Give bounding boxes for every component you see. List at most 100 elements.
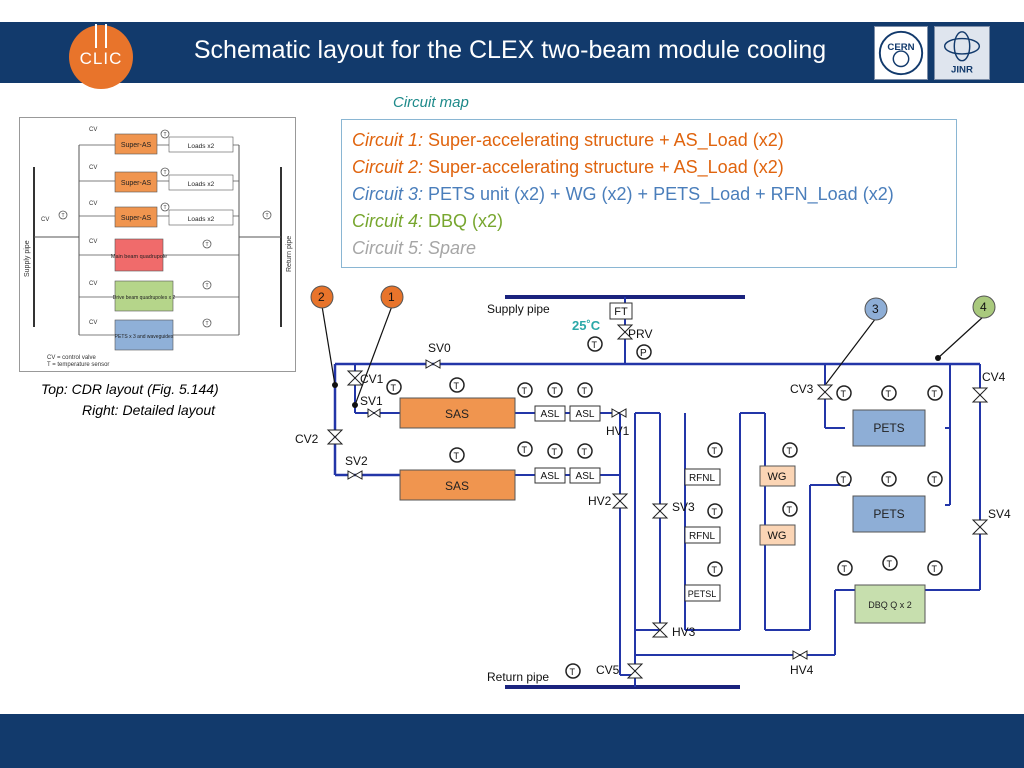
wg-2-label: WG (768, 530, 787, 542)
pets-1-label: PETS (873, 421, 904, 435)
valve-cv5-label: CV5 (596, 663, 620, 677)
valve-cv3-label: CV3 (790, 382, 814, 396)
valve-hv2-label: HV2 (588, 494, 612, 508)
valve-hv3-label: HV3 (672, 625, 696, 639)
caption-top: Top: CDR layout (Fig. 5.144) (41, 381, 219, 397)
svg-text:T: T (552, 447, 558, 457)
valve-hv4-label: HV4 (790, 663, 814, 677)
svg-text:T: T (712, 565, 718, 575)
valve-sv4-label: SV4 (988, 507, 1011, 521)
valve-sv3-label: SV3 (672, 500, 695, 514)
caption-right: Right: Detailed layout (82, 402, 216, 418)
circuit-map-label: Circuit map (393, 94, 469, 111)
cdr-supply-label: Supply pipe (24, 240, 31, 277)
cdr-t-3: T (164, 205, 167, 211)
svg-text:T: T (712, 507, 718, 517)
cdr-block-6: PETS x 3 and waveguides (115, 334, 174, 340)
cern-logo: CERN (874, 26, 928, 80)
marker-1: 1 (388, 290, 395, 304)
svg-text:T: T (932, 389, 938, 399)
valve-cv1-label: CV1 (360, 372, 384, 386)
valve-cv2-label: CV2 (295, 432, 319, 446)
circuit-legend: Circuit 1: Super-accelerating structure … (341, 119, 957, 268)
return-pipe-label: Return pipe (487, 670, 549, 684)
svg-text:T: T (582, 386, 588, 396)
jinr-logo: JINR (934, 26, 990, 80)
cdr-cv-5: CV (89, 281, 97, 287)
cdr-t-4: T (206, 242, 209, 248)
clic-logo-text: CLIC (80, 49, 123, 68)
svg-text:T: T (932, 564, 938, 574)
valve-sv2-label: SV2 (345, 454, 368, 468)
cdr-cv-main: CV (41, 217, 49, 223)
valve-cv4-label: CV4 (982, 370, 1006, 384)
valve-sv1-label: SV1 (360, 394, 383, 408)
temp-sensor-labels: T T T T T T T T T T T T T T T T T T T T … (391, 340, 938, 677)
svg-text:T: T (522, 445, 528, 455)
svg-text:T: T (886, 475, 892, 485)
svg-text:T: T (887, 559, 893, 569)
circuit-1-desc: Super-accelerating structure + AS_Load (… (423, 130, 784, 150)
cdr-return-label: Return pipe (286, 236, 293, 272)
svg-text:T: T (454, 381, 460, 391)
jinr-logo-text: JINR (951, 64, 973, 75)
circuit-3-name: Circuit 3: (352, 184, 424, 204)
circuit-2-line: Circuit 2: Super-accelerating structure … (352, 154, 956, 181)
temp-label: 25˚C (572, 318, 601, 333)
sas-1-label: SAS (445, 407, 469, 421)
svg-text:T: T (787, 505, 793, 515)
svg-text:T: T (391, 383, 397, 393)
circuit-4-line: Circuit 4: DBQ (x2) (352, 208, 956, 235)
cdr-t-2: T (164, 170, 167, 176)
dbq-label: DBQ Q x 2 (868, 600, 912, 610)
svg-text:T: T (787, 446, 793, 456)
header-bar (0, 22, 1024, 83)
svg-text:T: T (932, 475, 938, 485)
cdr-loads-2: Loads x2 (188, 181, 215, 188)
svg-text:T: T (582, 447, 588, 457)
svg-text:T: T (552, 386, 558, 396)
cdr-layout-diagram: Supply pipe Return pipe CV T T Super-AS … (19, 117, 296, 372)
cern-logo-text: CERN (887, 42, 914, 53)
circuit-2-desc: Super-accelerating structure + AS_Load (… (423, 157, 784, 177)
circuit-4-desc: DBQ (x2) (423, 211, 504, 231)
petsl-label: PETSL (688, 589, 717, 599)
cdr-block-3: Super-AS (121, 215, 152, 222)
clic-logo: CLIC (69, 24, 133, 89)
rfnl-2-label: RFNL (689, 531, 716, 542)
cdr-cv-3: CV (89, 201, 97, 207)
marker-4: 4 (980, 300, 987, 314)
cdr-cv-4: CV (89, 239, 97, 245)
circuit-5-name: Circuit 5: Spare (352, 238, 477, 258)
wg-1-label: WG (768, 471, 787, 483)
asl-1a-label: ASL (541, 409, 560, 420)
cdr-legend-cv: CV = control valve (47, 355, 97, 361)
marker-3: 3 (872, 302, 879, 316)
circuit-3-desc: PETS unit (x2) + WG (x2) + PETS_Load + R… (423, 184, 894, 204)
asl-1b-label: ASL (576, 409, 595, 420)
circuit-5-line: Circuit 5: Spare (352, 235, 956, 262)
svg-text:T: T (454, 451, 460, 461)
cdr-block-5: Drive beam quadrupoles x 2 (113, 295, 176, 301)
svg-text:T: T (841, 475, 847, 485)
cdr-t-5: T (206, 283, 209, 289)
p-label: P (640, 348, 647, 359)
sas-2-label: SAS (445, 479, 469, 493)
cdr-t-6: T (206, 321, 209, 327)
supply-pipe-label: Supply pipe (487, 302, 550, 316)
circuit-1-line: Circuit 1: Super-accelerating structure … (352, 127, 956, 154)
circuit-3-line: Circuit 3: PETS unit (x2) + WG (x2) + PE… (352, 181, 956, 208)
cdr-t-main: T (62, 213, 65, 219)
cdr-cv-2: CV (89, 165, 97, 171)
asl-2a-label: ASL (541, 471, 560, 482)
cdr-legend-t: T = temperature sensor (47, 362, 109, 368)
svg-text:T: T (712, 446, 718, 456)
svg-text:T: T (842, 564, 848, 574)
page-title: Schematic layout for the CLEX two-beam m… (193, 36, 827, 64)
cdr-cv-1: CV (89, 127, 97, 133)
detailed-cooling-schematic: Supply pipe Return pipe SAS SAS ASL ASL … (295, 285, 1011, 689)
asl-2b-label: ASL (576, 471, 595, 482)
footer-bar (0, 714, 1024, 768)
cdr-cv-6: CV (89, 320, 97, 326)
svg-text:T: T (886, 389, 892, 399)
